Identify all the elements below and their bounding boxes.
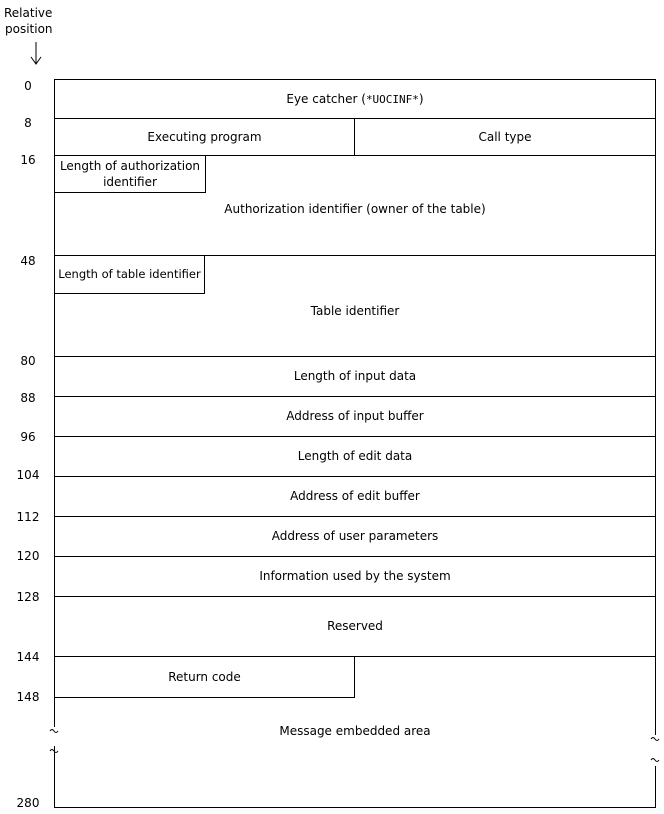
user-params-address-field: Address of user parameters [271, 529, 439, 543]
offset-label: 16 [20, 153, 36, 167]
relative-position-label: Relative [4, 6, 53, 20]
table-id-field: Table identifier [310, 303, 400, 318]
system-info-field: Information used by the system [259, 569, 451, 583]
input-data-length-field: Length of input data [293, 369, 417, 383]
relative-position-label-line2: position [5, 22, 53, 36]
executing-program-field: Executing program [147, 129, 262, 144]
offset-label: 120 [16, 549, 40, 563]
auth-id-field: Authorization identifier (owner of the t… [224, 201, 486, 216]
eye-catcher-code: *UOCINF* [365, 92, 419, 106]
input-buffer-address-field: Address of input buffer [286, 409, 424, 423]
offset-label: 48 [20, 254, 36, 268]
call-type-field: Call type [478, 129, 532, 144]
message-area-field: Message embedded area [279, 723, 431, 738]
offset-label: 280 [16, 796, 40, 810]
break-mark-icon [49, 729, 660, 762]
table-id-length-field: Length of table identifier [58, 267, 201, 281]
eye-catcher-close: ) [418, 91, 424, 106]
offset-label: 148 [16, 690, 40, 704]
offset-label: 80 [20, 354, 36, 368]
offset-label: 88 [20, 391, 36, 405]
down-arrow-icon [30, 42, 42, 65]
offset-label: 0 [24, 79, 32, 93]
offset-label: 104 [16, 468, 40, 482]
edit-buffer-address-field: Address of edit buffer [290, 489, 420, 503]
offset-label: 144 [16, 650, 40, 664]
reserved-field: Reserved [327, 619, 383, 633]
auth-id-length-field: Length of authorization identifier [59, 159, 201, 189]
eye-catcher-field: Eye catcher (*UOCINF*) [55, 80, 655, 118]
offset-label: 96 [20, 430, 36, 444]
return-code-field: Return code [168, 669, 241, 684]
eye-catcher-label: Eye catcher ( [286, 91, 366, 106]
offset-label: 112 [16, 510, 40, 524]
edit-data-length-field: Length of edit data [297, 449, 413, 463]
offset-label: 128 [16, 590, 40, 604]
offset-label: 8 [24, 116, 32, 130]
